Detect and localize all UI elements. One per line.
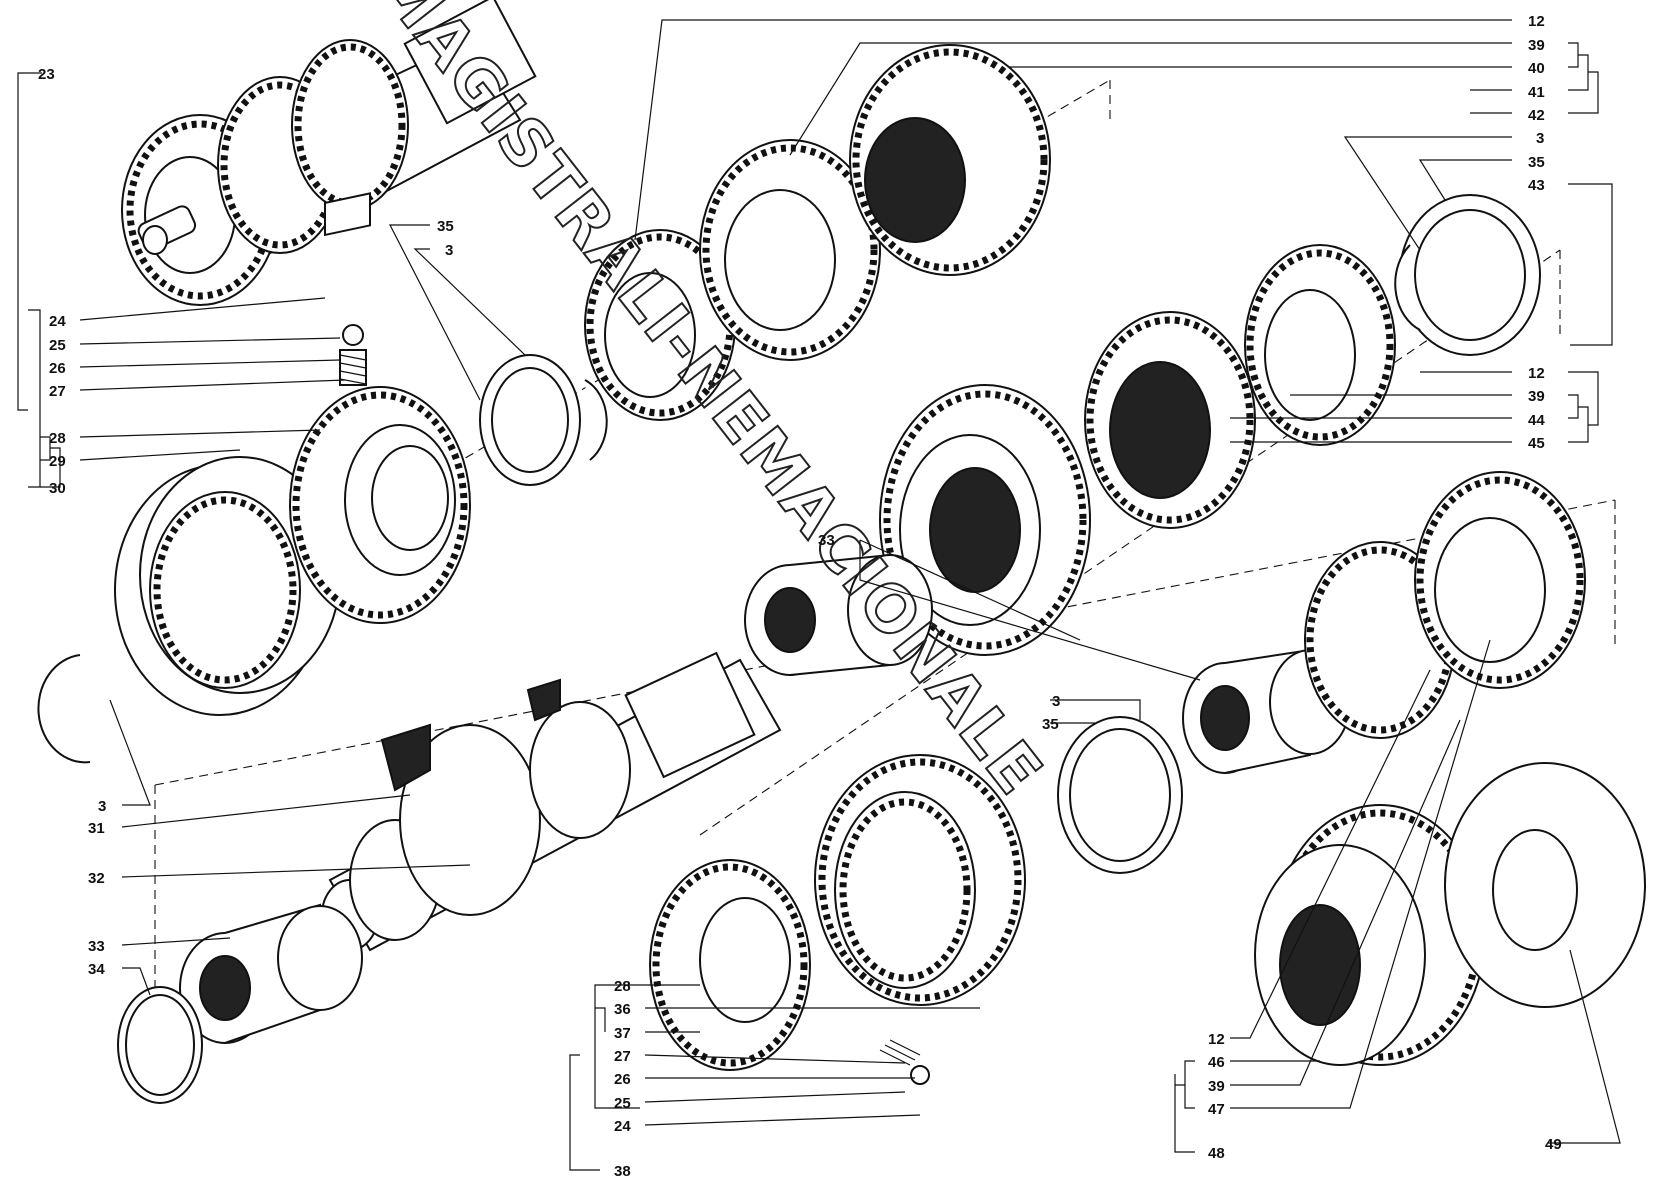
callout-40: 40	[1528, 60, 1545, 77]
callout-41: 41	[1528, 84, 1545, 101]
callout-3-left: 3	[98, 798, 106, 815]
callout-30: 30	[49, 480, 66, 497]
callout-34: 34	[88, 961, 105, 978]
callout-39-top: 39	[1528, 37, 1545, 54]
synchro-ring-upper	[584, 229, 736, 421]
callout-36: 36	[614, 1001, 631, 1018]
callout-24-upper: 24	[49, 313, 66, 330]
snap-rings-lower	[1057, 716, 1183, 874]
callout-38: 38	[614, 1163, 631, 1180]
callout-33-left: 33	[88, 938, 105, 955]
thrust-washer	[1444, 762, 1646, 1008]
callout-48: 48	[1208, 1145, 1225, 1162]
callout-labels: 12 39 40 41 42 3 35 43 12 39 44 45 23 35…	[38, 13, 1562, 1180]
callout-12-top: 12	[1528, 13, 1545, 30]
callout-46: 46	[1208, 1054, 1225, 1071]
callout-45: 45	[1528, 435, 1545, 452]
callout-35-top-right: 35	[1528, 154, 1545, 171]
callout-3-center: 3	[1052, 693, 1060, 710]
callout-25-upper: 25	[49, 337, 66, 354]
detent-parts-upper	[324, 192, 371, 386]
callout-35-center: 35	[1042, 716, 1059, 733]
callout-28-lower: 28	[614, 978, 631, 995]
leader-lines	[17, 19, 1621, 1171]
gear-middle-right	[1084, 311, 1256, 529]
synchronizer-sleeve-lower	[814, 754, 1026, 1006]
callout-47: 47	[1208, 1101, 1225, 1118]
callout-39-lower: 39	[1208, 1078, 1225, 1095]
snap-rings-right	[1394, 194, 1541, 356]
callout-27-upper: 27	[49, 383, 66, 400]
callout-23: 23	[38, 66, 55, 83]
callout-24-lower: 24	[614, 1118, 631, 1135]
callout-37: 37	[614, 1025, 631, 1042]
sliding-gear-lower	[649, 859, 811, 1071]
callout-3-top-right: 3	[1536, 130, 1544, 147]
callout-44: 44	[1528, 412, 1545, 429]
callout-33-center: 33	[818, 532, 835, 549]
callout-42: 42	[1528, 107, 1545, 124]
callout-25-lower: 25	[614, 1095, 631, 1112]
callout-39-right: 39	[1528, 388, 1545, 405]
snap-rings-upper	[479, 354, 608, 486]
callout-28-upper: 28	[49, 430, 66, 447]
gear-upper-middle	[699, 44, 1051, 361]
callout-12-lower: 12	[1208, 1031, 1225, 1048]
synchro-ring-lower-right	[1304, 471, 1586, 739]
sliding-gear-upper	[289, 386, 471, 624]
callout-12-right: 12	[1528, 365, 1545, 382]
large-gear-center	[879, 384, 1091, 656]
callout-31: 31	[88, 820, 105, 837]
gear-cluster-shaft	[121, 0, 537, 306]
callout-35-upper: 35	[437, 218, 454, 235]
callout-43: 43	[1528, 177, 1545, 194]
needle-bearing-lower-left	[117, 903, 363, 1104]
callout-26-upper: 26	[49, 360, 66, 377]
callout-26-lower: 26	[614, 1071, 631, 1088]
synchronizer-sleeve-left	[37, 456, 341, 764]
callout-27-lower: 27	[614, 1048, 631, 1065]
main-shaft	[321, 651, 782, 952]
callout-29: 29	[49, 453, 66, 470]
callout-49: 49	[1545, 1136, 1562, 1153]
callout-32: 32	[88, 870, 105, 887]
synchro-ring-right	[1244, 244, 1396, 446]
callout-3-upper: 3	[445, 242, 453, 259]
